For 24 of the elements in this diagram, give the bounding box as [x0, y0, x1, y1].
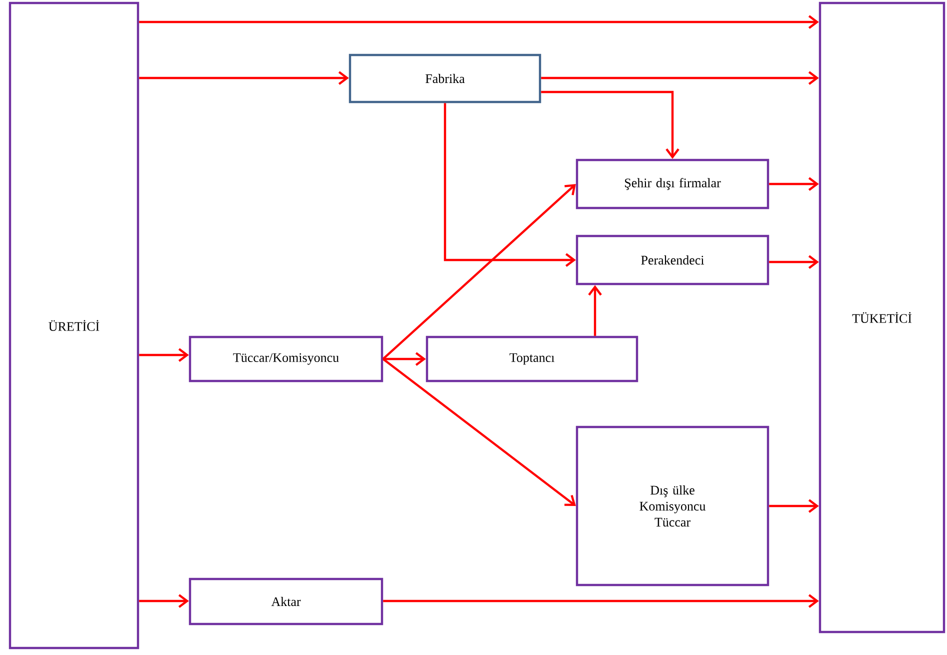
arrow: [769, 177, 819, 191]
arrow: [541, 71, 819, 85]
process-box: Fabrika: [348, 54, 542, 104]
arrow: [444, 103, 576, 267]
arrow: [382, 184, 576, 360]
process-box: Şehir dışı firmalar: [576, 158, 770, 210]
arrow: [383, 352, 426, 366]
arrow: [139, 71, 349, 85]
arrow: [383, 594, 819, 608]
arrow: [769, 255, 819, 269]
process-box: Aktar: [188, 578, 384, 626]
arrow: [588, 285, 602, 336]
arrow: [382, 358, 576, 506]
process-box: Perakendeci: [576, 234, 770, 286]
process-box: Toptancı: [426, 336, 638, 382]
process-box: ÜRETİCİ: [8, 2, 140, 650]
process-box: TÜKETİCİ: [818, 2, 946, 634]
process-box: Dış ülke Komisyoncu Tüccar: [576, 426, 770, 586]
arrow: [139, 15, 819, 29]
arrow: [541, 90, 680, 159]
arrow: [139, 348, 189, 362]
arrow: [139, 594, 189, 608]
process-box: Tüccar/Komisyoncu: [188, 336, 384, 382]
arrow: [769, 499, 819, 513]
